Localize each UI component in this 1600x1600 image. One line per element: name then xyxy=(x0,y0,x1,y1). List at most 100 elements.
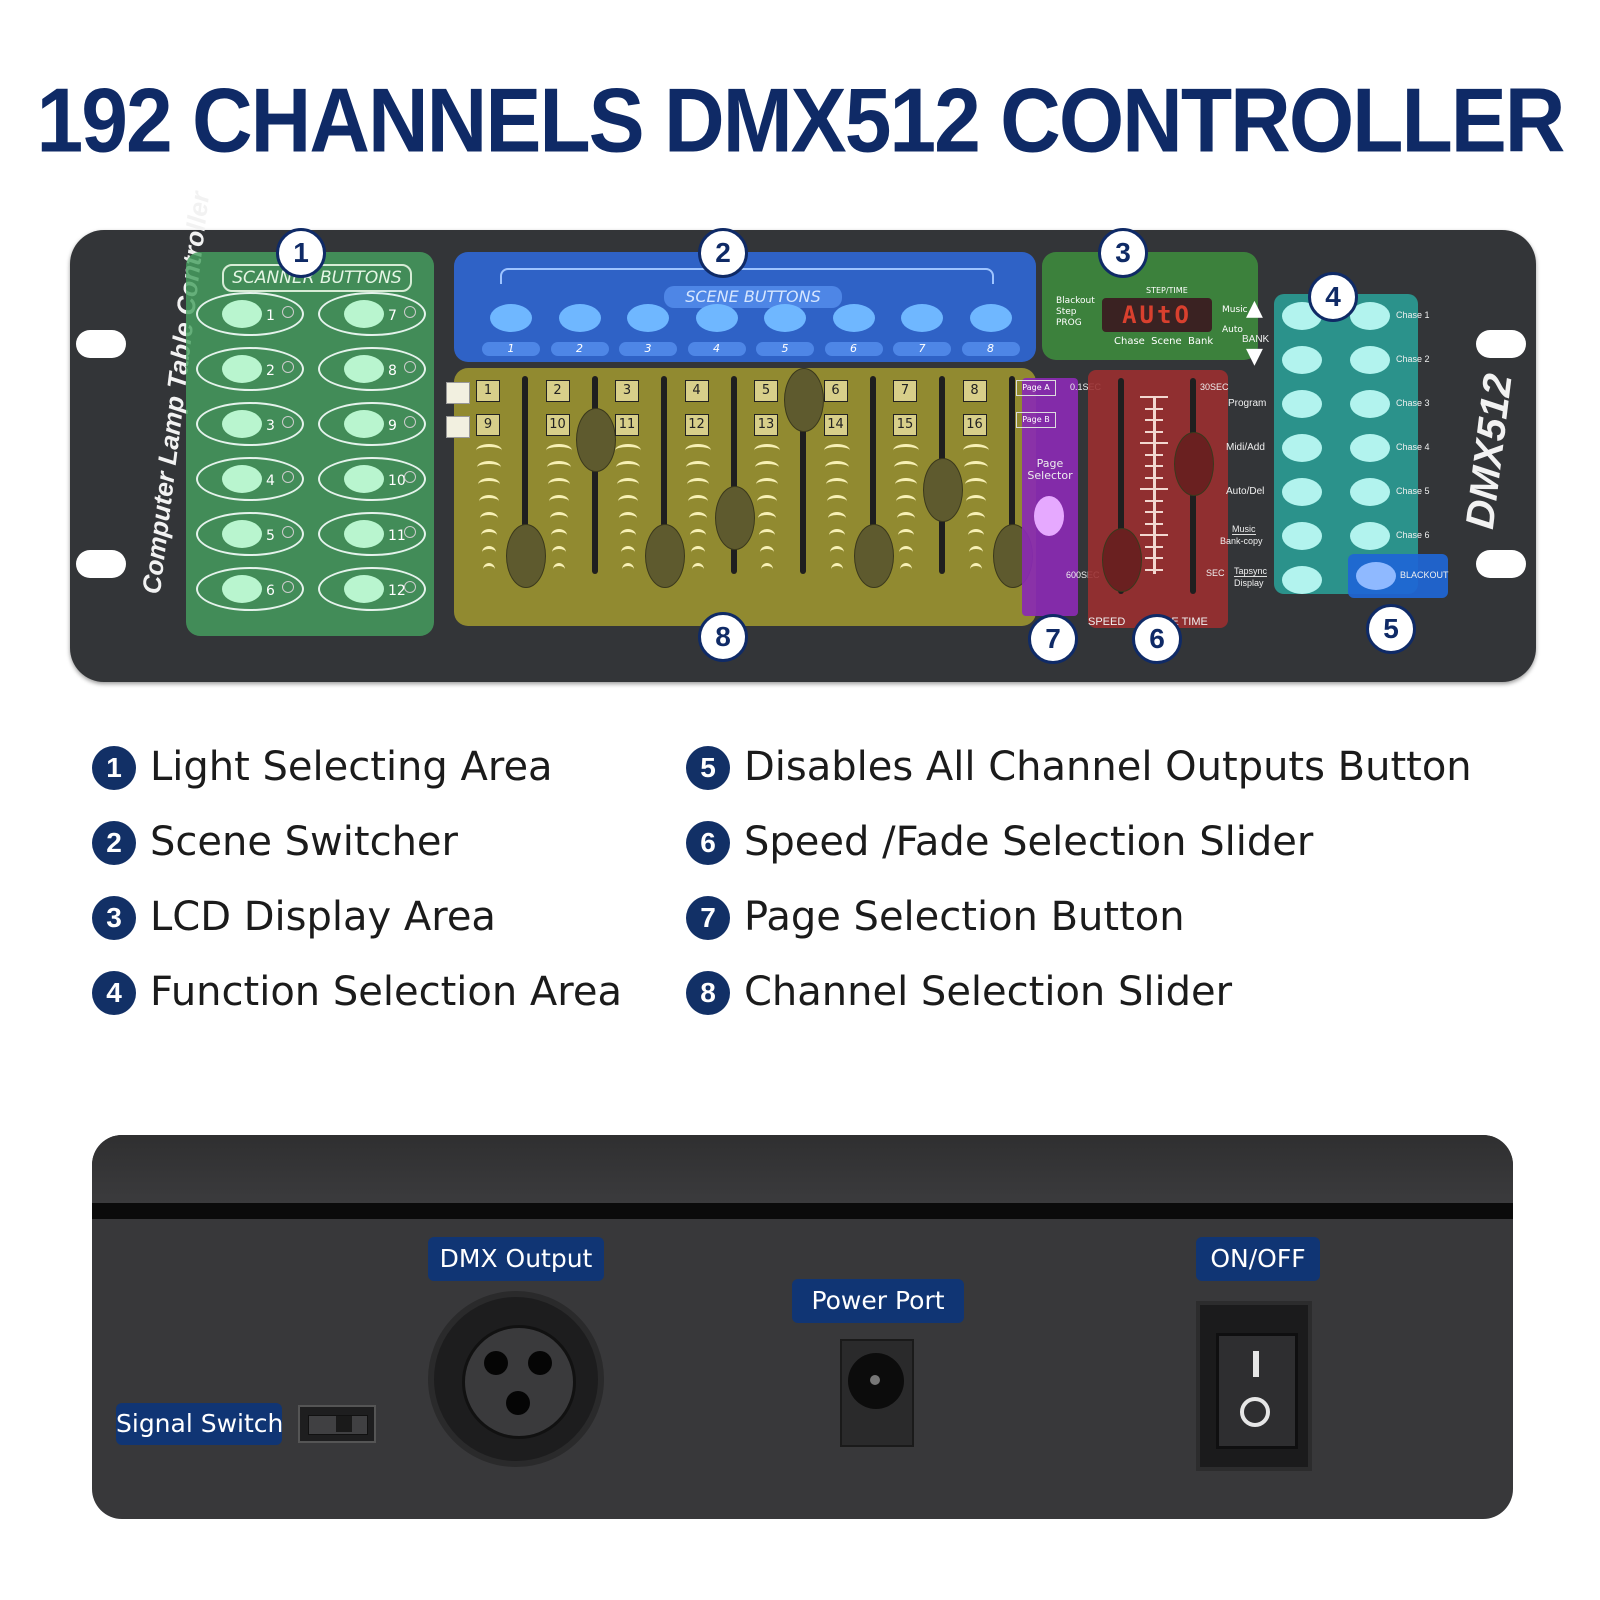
function-button[interactable] xyxy=(1282,478,1322,506)
scanner-button-number: 3 xyxy=(266,418,275,434)
function-button[interactable] xyxy=(1282,434,1322,462)
speed-slider-knob[interactable] xyxy=(1102,528,1142,592)
button-cap xyxy=(344,520,384,548)
fn-display-label: Display xyxy=(1234,578,1264,588)
dmx-output-connector[interactable] xyxy=(428,1291,604,1467)
function-button[interactable] xyxy=(1282,522,1322,550)
fn-music-label: Music xyxy=(1232,524,1256,535)
scanner-button[interactable]: 5 xyxy=(196,512,304,556)
channel-led-arcs xyxy=(959,444,993,580)
channel-label: 1 xyxy=(476,380,500,402)
scanner-button[interactable]: 4 xyxy=(196,457,304,501)
page-selector-button[interactable] xyxy=(1034,496,1064,536)
function-button[interactable] xyxy=(1282,346,1322,374)
scale-tick xyxy=(1140,442,1168,444)
scanner-button[interactable]: 10 xyxy=(318,457,426,501)
channel-slider-knob[interactable] xyxy=(645,524,685,588)
chase-label: Chase 1 xyxy=(1396,310,1430,320)
scene-button[interactable] xyxy=(490,304,532,332)
scanner-button-number: 1 xyxy=(266,308,275,324)
channel-slider-track xyxy=(661,376,667,574)
chase-button[interactable] xyxy=(1350,434,1390,462)
chase-button[interactable] xyxy=(1350,522,1390,550)
scanner-button-number: 9 xyxy=(388,418,397,434)
channel-label: 4 xyxy=(684,380,709,402)
chase-button[interactable] xyxy=(1350,302,1390,330)
channel-slider-knob[interactable] xyxy=(575,408,616,472)
chase-button[interactable] xyxy=(1350,346,1390,374)
marker-1: 1 xyxy=(276,228,326,278)
scene-button[interactable] xyxy=(832,304,875,332)
scanner-button[interactable]: 6 xyxy=(196,567,304,611)
channel-led-arcs xyxy=(820,444,854,580)
marker-3: 3 xyxy=(1098,228,1148,278)
channel-slider-knob[interactable] xyxy=(506,524,546,588)
bank-down-icon[interactable]: ▼ xyxy=(1246,344,1263,369)
marker-4: 4 xyxy=(1308,272,1358,322)
channel-led-arcs xyxy=(542,444,576,580)
scanner-button[interactable]: 9 xyxy=(318,402,426,446)
lcd-right-modes: Music Auto xyxy=(1222,305,1248,335)
speed-top-label: 0.1SEC xyxy=(1070,382,1102,392)
scanner-button[interactable]: 1 xyxy=(196,292,304,336)
led-icon xyxy=(404,581,416,593)
scene-number: 8 xyxy=(961,342,1020,356)
page-selector-label: Page Selector xyxy=(1027,457,1073,482)
scanner-button[interactable]: 8 xyxy=(318,347,426,391)
scene-number: 3 xyxy=(619,342,677,356)
page-selection-area: Page A Page B Page Selector xyxy=(1016,378,1078,616)
scene-button[interactable] xyxy=(764,304,806,332)
channel-label: 16 xyxy=(962,414,987,436)
function-button[interactable] xyxy=(1282,566,1322,594)
channel-slider-track xyxy=(800,376,806,574)
scene-button[interactable] xyxy=(695,304,738,332)
button-cap xyxy=(344,355,384,383)
scanner-button-number: 12 xyxy=(388,583,406,599)
scale-ticks xyxy=(1140,396,1168,574)
led-icon xyxy=(282,416,294,428)
scanner-button[interactable]: 11 xyxy=(318,512,426,556)
scanner-button[interactable]: 7 xyxy=(318,292,426,336)
scene-button[interactable] xyxy=(901,304,943,332)
button-cap xyxy=(344,465,384,493)
chase-button[interactable] xyxy=(1350,478,1390,506)
function-button[interactable] xyxy=(1282,390,1322,418)
button-cap xyxy=(222,355,262,383)
scale-tick xyxy=(1145,499,1163,502)
scale-tick xyxy=(1145,568,1163,571)
scanner-button[interactable]: 2 xyxy=(196,347,304,391)
power-switch[interactable] xyxy=(1196,1301,1312,1471)
fade-slider-knob[interactable] xyxy=(1174,432,1214,496)
scene-number: 2 xyxy=(550,342,609,356)
bank-up-icon[interactable]: ▲ xyxy=(1246,296,1263,321)
scale-tick xyxy=(1145,453,1163,456)
channel-slider-knob[interactable] xyxy=(714,486,755,550)
chase-button[interactable] xyxy=(1350,390,1390,418)
button-cap xyxy=(222,410,262,438)
scanner-button-number: 8 xyxy=(388,363,397,379)
channel-slider-track xyxy=(869,376,876,574)
channel-slider-knob[interactable] xyxy=(853,524,894,588)
power-port[interactable] xyxy=(840,1339,914,1447)
channel-label: 15 xyxy=(893,414,917,436)
channel-slider-knob[interactable] xyxy=(923,458,963,522)
scale-tick xyxy=(1145,511,1163,513)
channel-slider-track xyxy=(1008,376,1015,574)
channel-led-arcs xyxy=(681,444,715,580)
blackout-button[interactable] xyxy=(1356,562,1396,590)
page-b-label: Page B xyxy=(1016,412,1056,428)
led-icon xyxy=(282,306,294,318)
led-icon xyxy=(404,416,416,428)
scanner-button[interactable]: 3 xyxy=(196,402,304,446)
scanner-button[interactable]: 12 xyxy=(318,567,426,611)
signal-switch[interactable] xyxy=(298,1405,376,1443)
scene-button[interactable] xyxy=(969,304,1012,332)
scene-button[interactable] xyxy=(558,304,601,332)
channel-label: 13 xyxy=(754,414,778,436)
scene-button[interactable] xyxy=(627,304,669,332)
scene-number: 1 xyxy=(482,342,540,356)
page-a-label: Page A xyxy=(1016,380,1056,396)
channel-slider-knob[interactable] xyxy=(784,368,824,432)
